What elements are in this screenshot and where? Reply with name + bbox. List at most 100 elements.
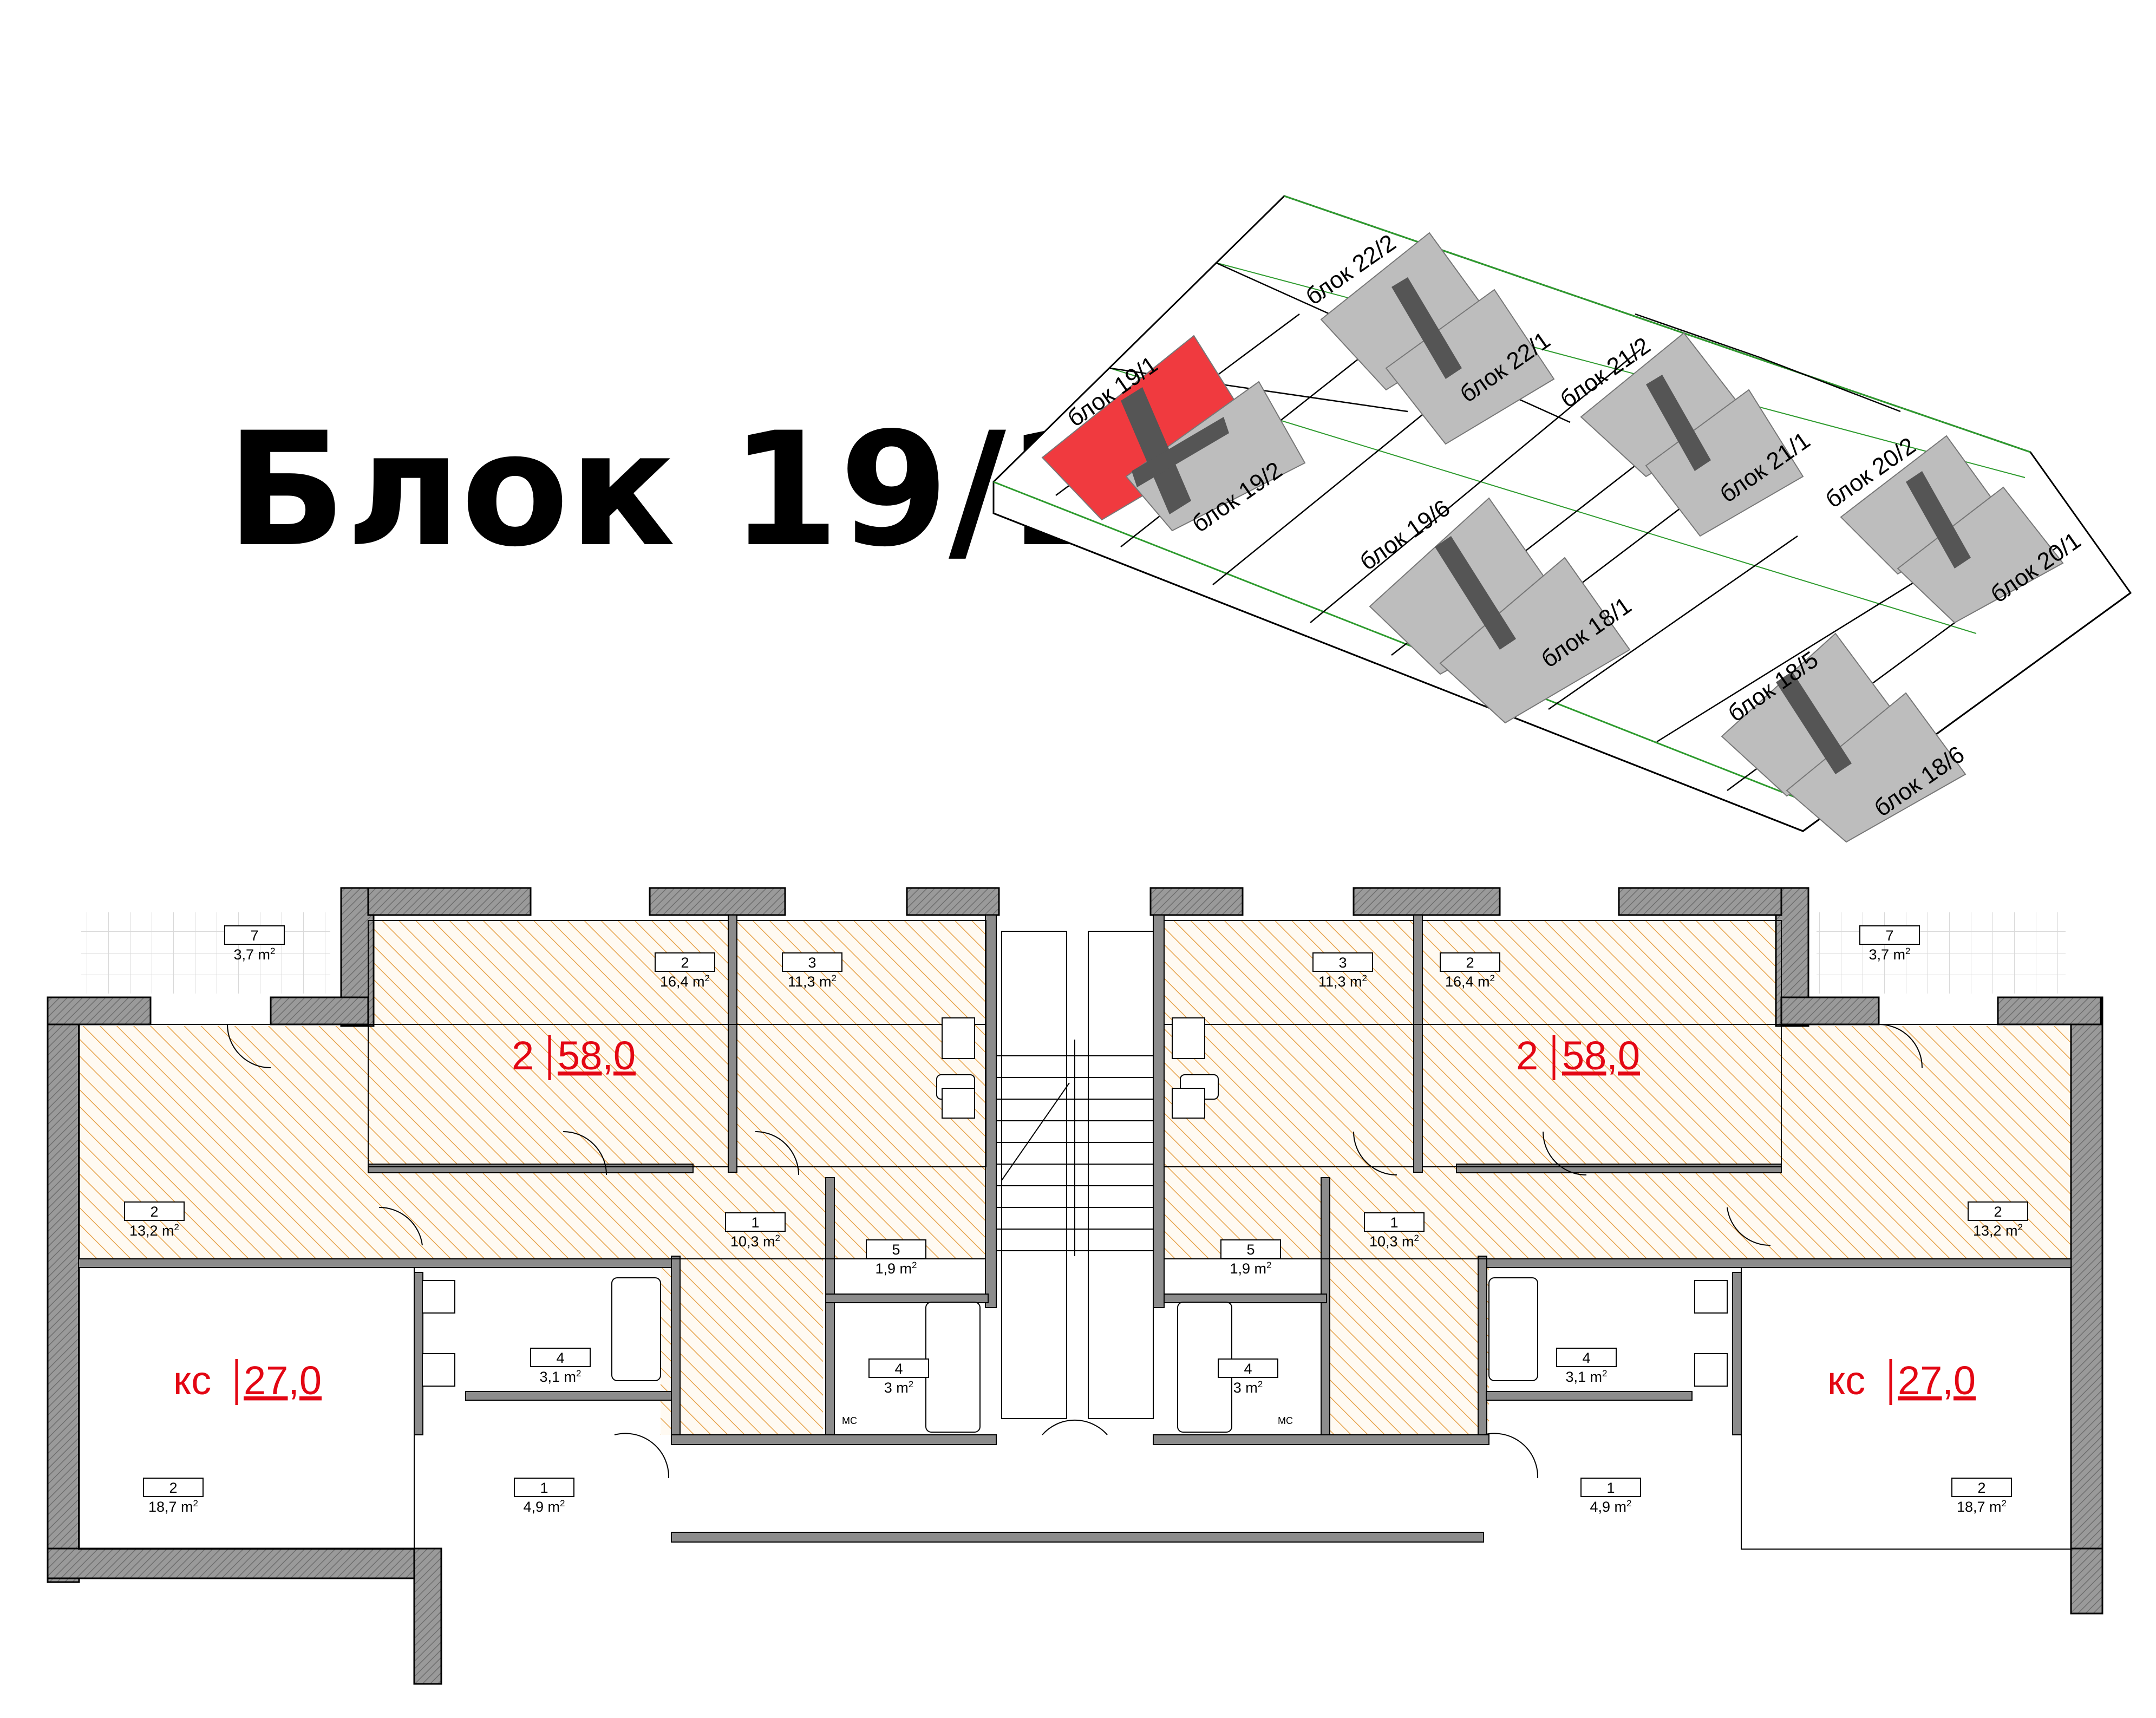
apartment-type: 2 xyxy=(512,1033,534,1078)
room-number-box xyxy=(655,952,715,972)
room-area: 3 m2 xyxy=(1233,1379,1263,1396)
bathtub-left xyxy=(611,1277,661,1381)
sink xyxy=(942,1088,975,1119)
room-number: 7 xyxy=(250,927,258,944)
floor-plan: 2 58,0 2 58,0 кс 27,0 кс 27,0 7 3,7 m2 2 16… xyxy=(47,887,2103,1685)
room-number: 2 xyxy=(1977,1480,1985,1496)
apartment-area: 27,0 xyxy=(1898,1358,1976,1403)
sink xyxy=(1172,1088,1205,1119)
stove xyxy=(1694,1353,1728,1387)
sink xyxy=(422,1280,455,1314)
room-area: 3 m2 xyxy=(884,1379,913,1396)
room-number: 3 xyxy=(808,955,816,971)
site-plan: блок 19/1 блок 19/2 блок 22/2 блок 22/1 … xyxy=(992,195,2132,843)
stove xyxy=(1172,1017,1205,1059)
bathtub-right xyxy=(1488,1277,1538,1381)
room-number-box xyxy=(224,925,285,945)
room-area: 4,9 m2 xyxy=(1590,1498,1632,1515)
apartment-area: 58,0 xyxy=(1562,1033,1640,1078)
room-area: 16,4 m2 xyxy=(1445,973,1495,990)
room-area: 13,2 m2 xyxy=(1973,1222,2023,1239)
room-number-box xyxy=(530,1348,591,1367)
room-number: 1 xyxy=(1606,1480,1615,1496)
room-number-box xyxy=(725,1212,786,1232)
building-cores xyxy=(1391,277,1971,774)
room-number: 7 xyxy=(1885,927,1893,944)
mc-label: МС xyxy=(842,1415,857,1426)
sink xyxy=(1694,1280,1728,1314)
room-area: 18,7 m2 xyxy=(1957,1498,2007,1515)
mc-label: МС xyxy=(1278,1415,1293,1426)
green-boundary-line xyxy=(993,481,1804,801)
room-number: 2 xyxy=(681,955,689,971)
room-number: 4 xyxy=(1582,1350,1590,1366)
room-number: 2 xyxy=(1466,955,1474,971)
room-number: 4 xyxy=(1244,1361,1252,1377)
room-number: 5 xyxy=(892,1242,900,1258)
room-area: 13,2 m2 xyxy=(129,1222,179,1239)
room-number-box xyxy=(782,952,842,972)
page-title: Блок 19/1 xyxy=(226,399,1115,582)
room-number-box xyxy=(1364,1212,1425,1232)
apartment-area: 58,0 xyxy=(558,1033,636,1078)
room-number-box xyxy=(1218,1358,1278,1378)
apartment-type: кс xyxy=(1827,1358,1865,1403)
room-number: 2 xyxy=(169,1480,177,1496)
room-area: 10,3 m2 xyxy=(1369,1233,1419,1250)
green-boundary-line xyxy=(1284,195,2031,453)
apartment-labels: 2 58,0 2 58,0 кс 27,0 кс 27,0 xyxy=(173,1033,1976,1405)
room-number-box xyxy=(124,1201,185,1221)
room-area: 10,3 m2 xyxy=(730,1233,780,1250)
room-number: 1 xyxy=(540,1480,548,1496)
site-edge xyxy=(993,512,2131,832)
stair-treads xyxy=(996,1040,1153,1256)
room-number: 3 xyxy=(1338,955,1347,971)
room-number: 5 xyxy=(1246,1242,1255,1258)
room-area: 3,1 m2 xyxy=(1566,1368,1608,1385)
room-area: 11,3 m2 xyxy=(788,973,837,990)
room-area: 11,3 m2 xyxy=(1318,973,1367,990)
block-19-1-shape xyxy=(1041,335,1306,532)
room-number: 2 xyxy=(150,1204,158,1220)
room-number-box xyxy=(1580,1478,1641,1497)
room-area: 1,9 m2 xyxy=(1230,1260,1272,1277)
room-number-box xyxy=(514,1478,574,1497)
room-number-box xyxy=(1556,1348,1617,1367)
fixtures xyxy=(422,1017,1728,1433)
loggia-right xyxy=(1817,912,2066,994)
apartment-type: 2 xyxy=(1516,1033,1538,1078)
room-number: 1 xyxy=(751,1214,759,1231)
room-number: 1 xyxy=(1390,1214,1398,1231)
room-number-box xyxy=(1220,1239,1281,1259)
bathtub-mid-left xyxy=(925,1302,981,1433)
loggia-left xyxy=(81,912,330,994)
room-area: 1,9 m2 xyxy=(876,1260,917,1277)
room-number-box xyxy=(1951,1478,2012,1497)
room-area: 16,4 m2 xyxy=(660,973,710,990)
room-area: 3,7 m2 xyxy=(234,946,276,963)
room-area: 18,7 m2 xyxy=(148,1498,198,1515)
room-outlines xyxy=(78,920,2072,1550)
room-number: 2 xyxy=(1994,1204,2002,1220)
room-number-box xyxy=(868,1358,929,1378)
stove xyxy=(422,1353,455,1387)
room-area: 4,9 m2 xyxy=(524,1498,565,1515)
room-labels: 7 3,7 m2 2 16,4 m2 3 11,3 m2 3 11,3 m2 2 16,4 m2 7… xyxy=(124,925,2028,1515)
room-number: 4 xyxy=(556,1350,564,1366)
room-area: 3,7 m2 xyxy=(1869,946,1911,963)
room-number-box xyxy=(866,1239,926,1259)
room-area: 3,1 m2 xyxy=(540,1368,582,1385)
stove xyxy=(942,1017,975,1059)
apartment-area: 27,0 xyxy=(244,1358,322,1403)
outer-walls xyxy=(47,887,2103,1685)
room-number-box xyxy=(1968,1201,2028,1221)
room-number-box xyxy=(143,1478,204,1497)
room-number: 4 xyxy=(894,1361,903,1377)
room-number-box xyxy=(1859,925,1920,945)
apartment-type: кс xyxy=(173,1358,211,1403)
room-number-box xyxy=(1440,952,1500,972)
door-swings xyxy=(227,1024,1923,1479)
room-number-box xyxy=(1312,952,1373,972)
